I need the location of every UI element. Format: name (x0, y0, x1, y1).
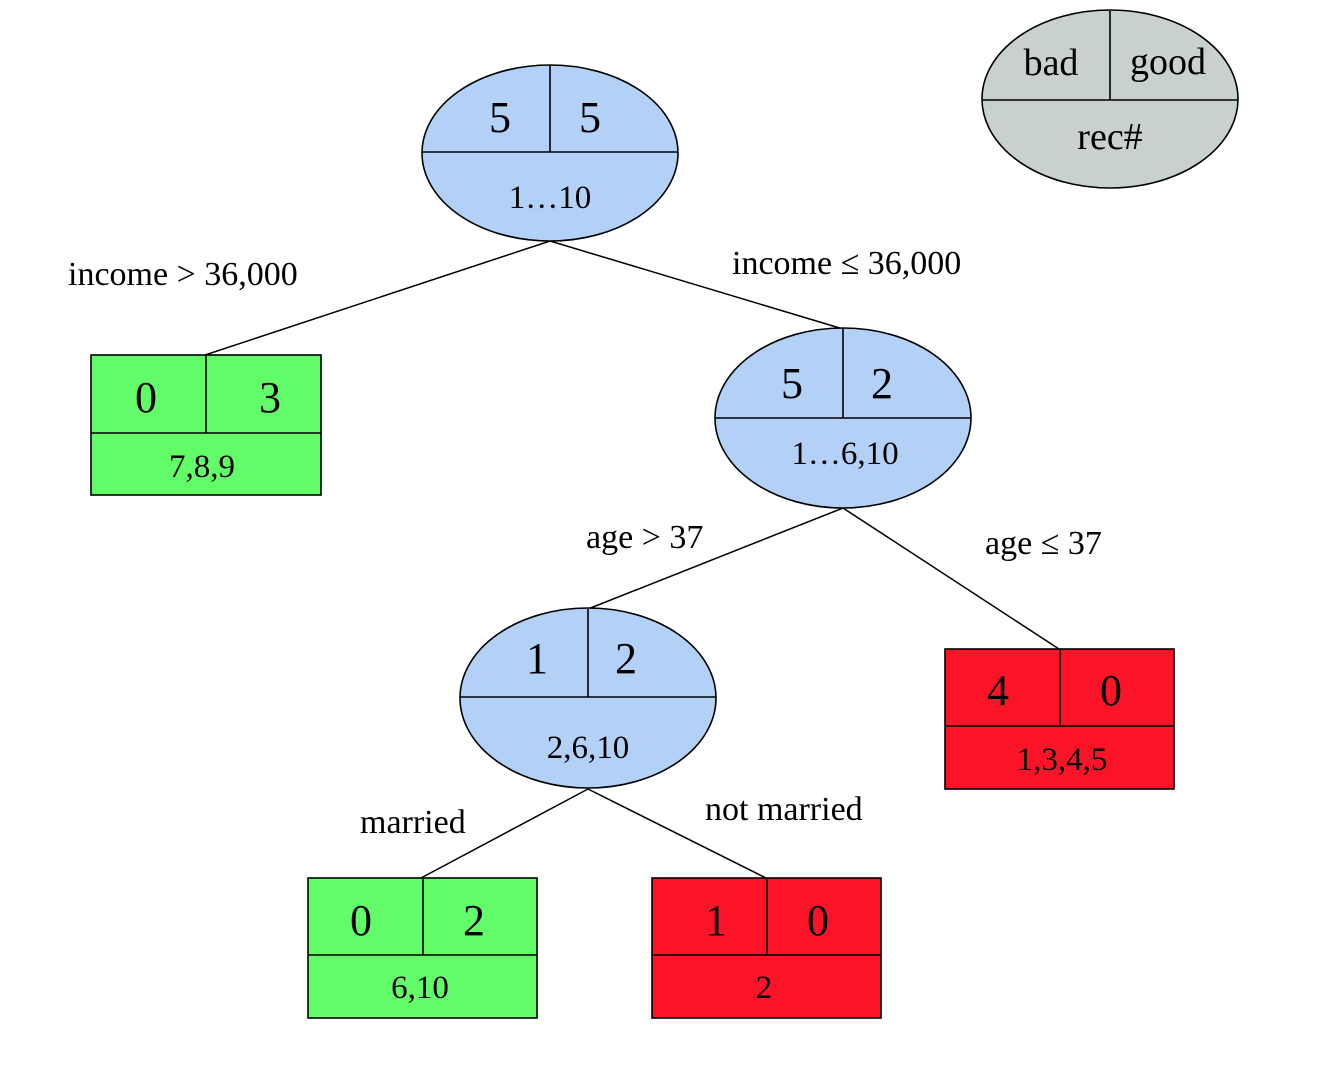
legend: bad good rec# (981, 9, 1239, 189)
node-age-high-shape (459, 607, 717, 789)
root-bad-count: 5 (489, 93, 511, 142)
legend-good-label: good (1130, 41, 1206, 83)
node-age-high-good-count: 2 (615, 634, 637, 683)
leaf-income-high-good-count: 3 (259, 373, 281, 422)
edge-root-to-income-low (549, 240, 844, 330)
leaf-income-high-bad-count: 0 (135, 373, 157, 422)
leaf-income-high: 0 3 7,8,9 (90, 354, 322, 496)
node-income-low: 5 2 1…6,10 (714, 327, 972, 509)
edge-label-not-married: not married (705, 791, 863, 828)
leaf-not-married: 1 0 2 (651, 877, 882, 1019)
edge-label-age-le: age ≤ 37 (985, 525, 1102, 562)
edge-root-to-income-high (204, 240, 551, 356)
edge-label-income-gt: income > 36,000 (68, 256, 298, 293)
root-records: 1…10 (509, 180, 592, 216)
edge-age-high-to-married (420, 788, 589, 879)
leaf-not-married-records: 2 (756, 970, 773, 1006)
edge-income-low-to-age-high (587, 507, 844, 610)
legend-records-label: rec# (1077, 116, 1142, 158)
leaf-married: 0 2 6,10 (307, 877, 538, 1019)
node-age-high-bad-count: 1 (526, 634, 548, 683)
leaf-not-married-bad-count: 1 (705, 896, 727, 945)
leaf-married-records: 6,10 (391, 970, 449, 1006)
root-good-count: 5 (579, 93, 601, 142)
edge-label-age-gt: age > 37 (586, 519, 703, 556)
leaf-not-married-good-count: 0 (807, 896, 829, 945)
edge-label-income-le: income ≤ 36,000 (732, 245, 961, 282)
leaf-age-low: 4 0 1,3,4,5 (944, 648, 1175, 790)
edge-label-married: married (360, 804, 466, 841)
node-age-high-records: 2,6,10 (547, 730, 630, 766)
leaf-age-low-bad-count: 4 (987, 666, 1009, 715)
leaf-married-good-count: 2 (463, 896, 485, 945)
node-income-low-bad-count: 5 (781, 359, 803, 408)
edge-income-low-to-age-low (842, 507, 1060, 650)
leaf-income-high-records: 7,8,9 (169, 449, 235, 485)
root-node: 5 5 1…10 (421, 64, 679, 242)
leaf-age-low-records: 1,3,4,5 (1017, 742, 1108, 778)
node-age-high: 1 2 2,6,10 (459, 607, 717, 789)
leaf-married-bad-count: 0 (350, 896, 372, 945)
node-income-low-good-count: 2 (871, 359, 893, 408)
node-income-low-records: 1…6,10 (791, 436, 898, 472)
edge-age-high-to-not-married (587, 788, 767, 879)
legend-bad-label: bad (1024, 42, 1079, 84)
leaf-age-low-good-count: 0 (1100, 666, 1122, 715)
